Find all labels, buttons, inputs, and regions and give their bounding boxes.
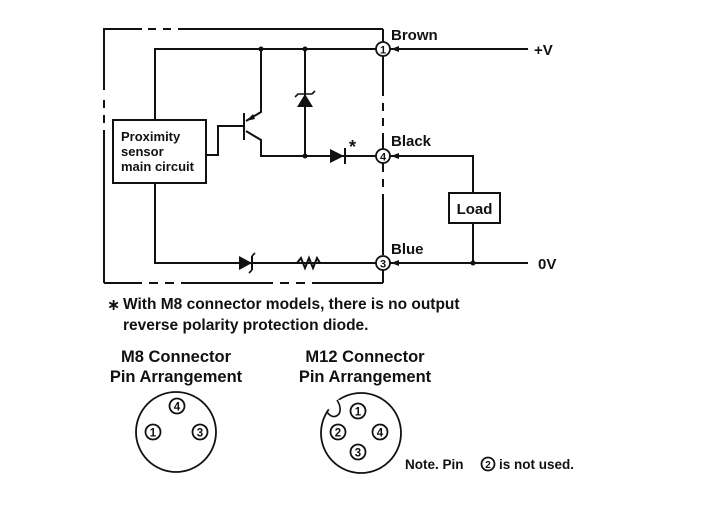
- footnote-line1: With M8 connector models, there is no ou…: [123, 296, 460, 313]
- arrow-icon: [391, 260, 399, 266]
- sensor-circuit-label-line3: main circuit: [121, 159, 195, 174]
- footnote-line2: reverse polarity protection diode.: [123, 317, 368, 334]
- m8-pin-3: 3: [191, 423, 209, 441]
- svg-text:1: 1: [380, 45, 386, 57]
- svg-text:1: 1: [150, 428, 157, 440]
- svg-text:1: 1: [355, 407, 362, 419]
- m12-connector-face: 1 2 4 3: [320, 392, 402, 474]
- supply-ground-label: 0V: [538, 256, 556, 273]
- sensor-circuit-label-line1: Proximity: [121, 129, 181, 144]
- footnote-marker: ∗: [107, 297, 120, 314]
- svg-text:4: 4: [174, 402, 181, 414]
- m12-pin-2: 2: [329, 423, 347, 441]
- m12-title-line2: Pin Arrangement: [299, 368, 432, 386]
- reverse-polarity-diode-icon: [239, 252, 256, 274]
- wire-color-black: Black: [391, 133, 432, 150]
- m12-pin-3: 3: [349, 443, 367, 461]
- m8-title-line2: Pin Arrangement: [110, 368, 243, 386]
- m12-pin-1: 1: [349, 402, 367, 420]
- arrow-icon: [391, 153, 399, 159]
- sensor-enclosure-border: [103, 28, 384, 284]
- svg-text:3: 3: [197, 428, 203, 440]
- pin-note-circled-2: 2: [480, 456, 496, 472]
- m12-title-line1: M12 Connector: [305, 348, 425, 366]
- m8-pin-1: 1: [144, 423, 162, 441]
- m12-key-notch-outline: [326, 399, 341, 418]
- pnp-transistor-icon: [243, 49, 305, 157]
- pin-note-suffix: is not used.: [499, 457, 574, 472]
- terminal-1: 1: [375, 41, 391, 57]
- resistor-icon: [296, 255, 321, 271]
- svg-text:3: 3: [380, 259, 386, 271]
- sensor-circuit-label-line2: sensor: [121, 144, 164, 159]
- terminal-4: 4: [375, 148, 391, 164]
- arrow-icon: [391, 46, 399, 52]
- zener-diode-icon: [294, 49, 316, 156]
- svg-text:4: 4: [380, 152, 387, 164]
- pin-note-prefix: Note. Pin: [405, 457, 464, 472]
- terminal-3: 3: [375, 255, 391, 271]
- output-diode-icon: [305, 148, 376, 164]
- m8-pin-4: 4: [168, 397, 186, 415]
- m8-connector-face: 4 1 3: [135, 391, 217, 473]
- m12-pin-4: 4: [371, 423, 389, 441]
- svg-text:2: 2: [335, 428, 341, 440]
- supply-rail-wire: [154, 48, 376, 120]
- junction-dot: [470, 260, 476, 266]
- output-to-load-wire: [390, 155, 474, 193]
- wire-color-brown: Brown: [391, 27, 438, 44]
- svg-text:3: 3: [355, 448, 361, 460]
- svg-text:2: 2: [485, 460, 491, 471]
- diode-asterisk-marker: *: [349, 137, 356, 157]
- load-label: Load: [457, 201, 493, 218]
- supply-positive-label: +V: [534, 42, 553, 59]
- load-box: [448, 192, 501, 224]
- svg-text:4: 4: [377, 428, 384, 440]
- ground-return-wire: [154, 183, 376, 264]
- base-drive-wire: [206, 125, 243, 156]
- wire-color-blue: Blue: [391, 241, 424, 258]
- sensor-main-circuit-box: [112, 119, 207, 184]
- m8-title-line1: M8 Connector: [121, 348, 232, 366]
